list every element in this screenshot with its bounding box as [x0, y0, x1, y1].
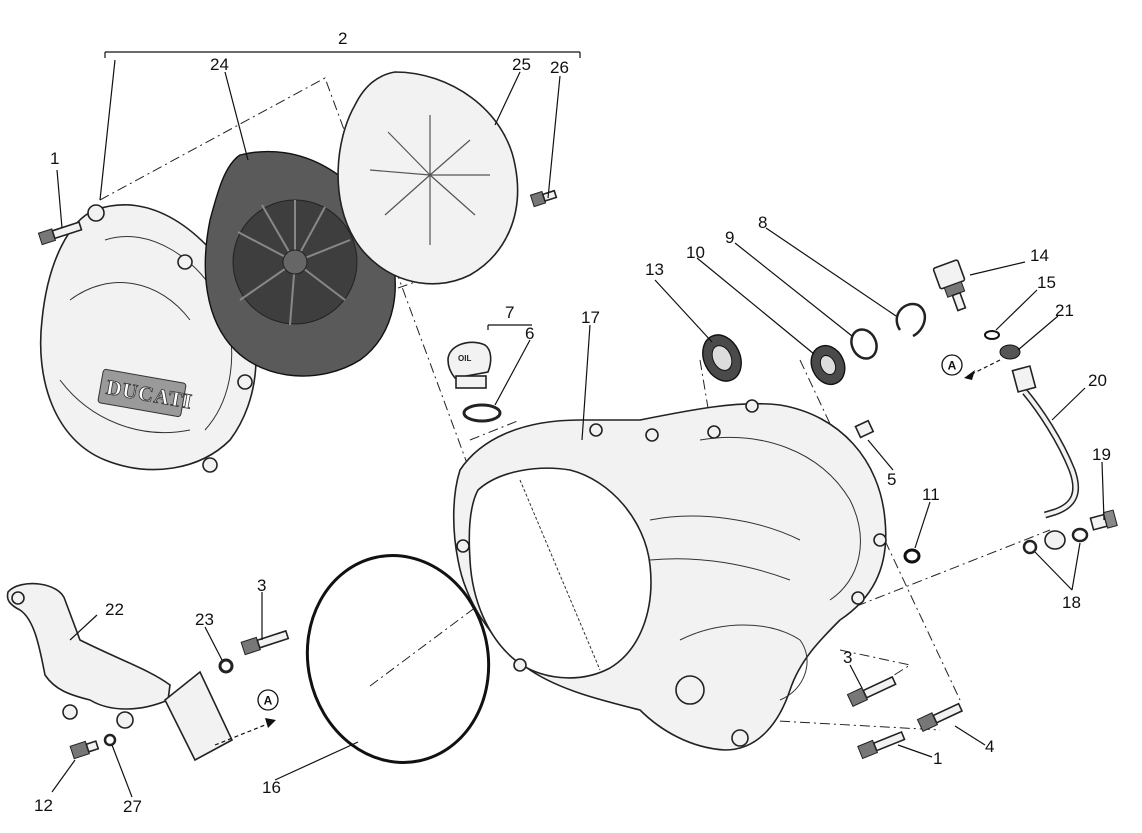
- crankcase-cover: [452, 399, 887, 751]
- reference-marker-a-upper: A: [941, 354, 1001, 380]
- callout-label: 19: [1092, 445, 1111, 464]
- callout-label: 8: [758, 213, 767, 232]
- callout-label: 14: [1030, 246, 1049, 265]
- callout-label: 18: [1062, 593, 1081, 612]
- reference-marker-a-lower: A: [214, 689, 279, 746]
- callout-label: 26: [550, 58, 569, 77]
- oil-cap-text: OIL: [458, 354, 471, 363]
- callout-label: 25: [512, 55, 531, 74]
- callout-label: 13: [645, 260, 664, 279]
- group-bracket: [104, 51, 581, 330]
- callout-label: 27: [123, 797, 142, 816]
- shaft-seals: [702, 302, 927, 564]
- sensor-and-pipe: [932, 259, 1089, 555]
- callout-label: 24: [210, 55, 229, 74]
- callout-label: 23: [195, 610, 214, 629]
- ref-marker-label: A: [948, 359, 957, 373]
- callout-label: 2: [338, 29, 347, 48]
- callout-label: 9: [725, 228, 734, 247]
- callout-label: 21: [1055, 301, 1074, 320]
- callout-label: 17: [581, 308, 600, 327]
- callout-label: 4: [985, 737, 994, 756]
- oil-filler-cap: OIL: [447, 341, 502, 423]
- ref-marker-label: A: [264, 694, 273, 708]
- large-o-ring: [305, 554, 491, 764]
- callout-label: 3: [257, 576, 266, 595]
- callout-label: 1: [50, 149, 59, 168]
- callout-label: 15: [1037, 273, 1056, 292]
- callout-label: 6: [525, 324, 534, 343]
- callout-label: 5: [887, 470, 896, 489]
- callout-label: 1: [933, 749, 942, 768]
- callout-label: 10: [686, 243, 705, 262]
- callout-label: 20: [1088, 371, 1107, 390]
- inspection-plate: [337, 71, 519, 285]
- mounting-bracket: [6, 582, 234, 762]
- callout-label: 16: [262, 778, 281, 797]
- callout-label: 3: [843, 648, 852, 667]
- callout-label: 11: [922, 485, 940, 504]
- callout-label: 22: [105, 600, 124, 619]
- leader-lines: [51, 59, 1105, 798]
- bolts: [37, 189, 1118, 760]
- callout-labels: 1 1 2 3 3 4 5 6 7 8 9 10 11 12 13 14 15 …: [34, 29, 1111, 816]
- clutch-cover: DUCATI: [39, 204, 257, 473]
- callout-label: 7: [505, 303, 514, 322]
- callout-label: 12: [34, 796, 53, 815]
